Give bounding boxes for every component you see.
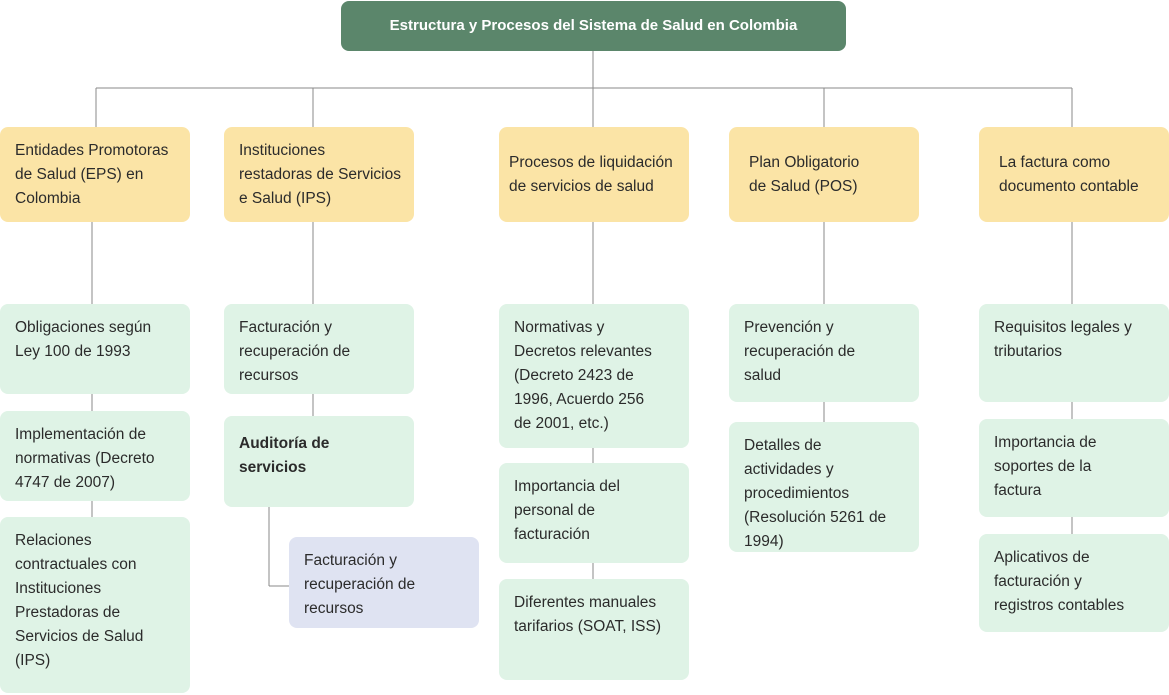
eps-item-label: Implementación de normativas (Decreto 47…: [15, 426, 155, 491]
liquidacion-header-node: Procesos de liquidación de servicios de …: [499, 127, 689, 222]
ips-item-label: Auditoría de servicios: [239, 435, 330, 476]
factura-item-label: Importancia de soportes de la factura: [994, 434, 1097, 499]
ips-item-label: Facturación y recuperación de recursos: [239, 319, 351, 384]
factura-item-node: Aplicativos de facturación y registros c…: [979, 534, 1169, 632]
factura-header-label: La factura como documento contable: [999, 153, 1139, 195]
ips-header-label: Instituciones restadoras de Servicios e …: [239, 141, 401, 207]
factura-item-label: Aplicativos de facturación y registros c…: [994, 549, 1125, 614]
liquidacion-item-label: Diferentes manuales tarifarios (SOAT, IS…: [514, 594, 661, 635]
pos-item-node: Prevención y recuperación de salud: [729, 304, 919, 402]
factura-item-node: Importancia de soportes de la factura: [979, 419, 1169, 517]
liquidacion-item-label: Importancia del personal de facturación: [514, 478, 620, 543]
factura-item-label: Requisitos legales y tributarios: [994, 319, 1132, 360]
ips-sub-item-node: Facturación y recuperación de recursos: [289, 537, 479, 628]
eps-header-label: Entidades Promotoras de Salud (EPS) en C…: [15, 141, 169, 207]
liquidacion-header-label: Procesos de liquidación de servicios de …: [509, 153, 673, 195]
eps-item-label: Obligaciones según Ley 100 de 1993: [15, 319, 152, 360]
pos-item-label: Detalles de actividades y procedimientos…: [744, 437, 887, 550]
liquidacion-item-node: Normativas y Decretos relevantes (Decret…: [499, 304, 689, 448]
eps-header-node: Entidades Promotoras de Salud (EPS) en C…: [0, 127, 190, 222]
factura-item-node: Requisitos legales y tributarios: [979, 304, 1169, 402]
ips-item-node: Facturación y recuperación de recursos: [224, 304, 414, 394]
diagram-title: Estructura y Procesos del Sistema de Sal…: [341, 1, 846, 51]
ips-sub-item-label: Facturación y recuperación de recursos: [304, 552, 416, 617]
liquidacion-item-label: Normativas y Decretos relevantes (Decret…: [514, 319, 652, 432]
eps-item-node: Relaciones contractuales con Institucion…: [0, 517, 190, 693]
liquidacion-item-node: Importancia del personal de facturación: [499, 463, 689, 563]
factura-header-node: La factura como documento contable: [979, 127, 1169, 222]
liquidacion-item-node: Diferentes manuales tarifarios (SOAT, IS…: [499, 579, 689, 680]
pos-header-label: Plan Obligatorio de Salud (POS): [749, 153, 860, 195]
ips-header-node: Instituciones restadoras de Servicios e …: [224, 127, 414, 222]
eps-item-node: Obligaciones según Ley 100 de 1993: [0, 304, 190, 394]
eps-item-node: Implementación de normativas (Decreto 47…: [0, 411, 190, 501]
pos-item-node: Detalles de actividades y procedimientos…: [729, 422, 919, 552]
pos-item-label: Prevención y recuperación de salud: [744, 319, 856, 384]
diagram-title-text: Estructura y Procesos del Sistema de Sal…: [389, 17, 798, 34]
eps-item-label: Relaciones contractuales con Institucion…: [15, 532, 144, 669]
ips-item-node: Auditoría de servicios: [224, 416, 414, 507]
pos-header-node: Plan Obligatorio de Salud (POS): [729, 127, 919, 222]
